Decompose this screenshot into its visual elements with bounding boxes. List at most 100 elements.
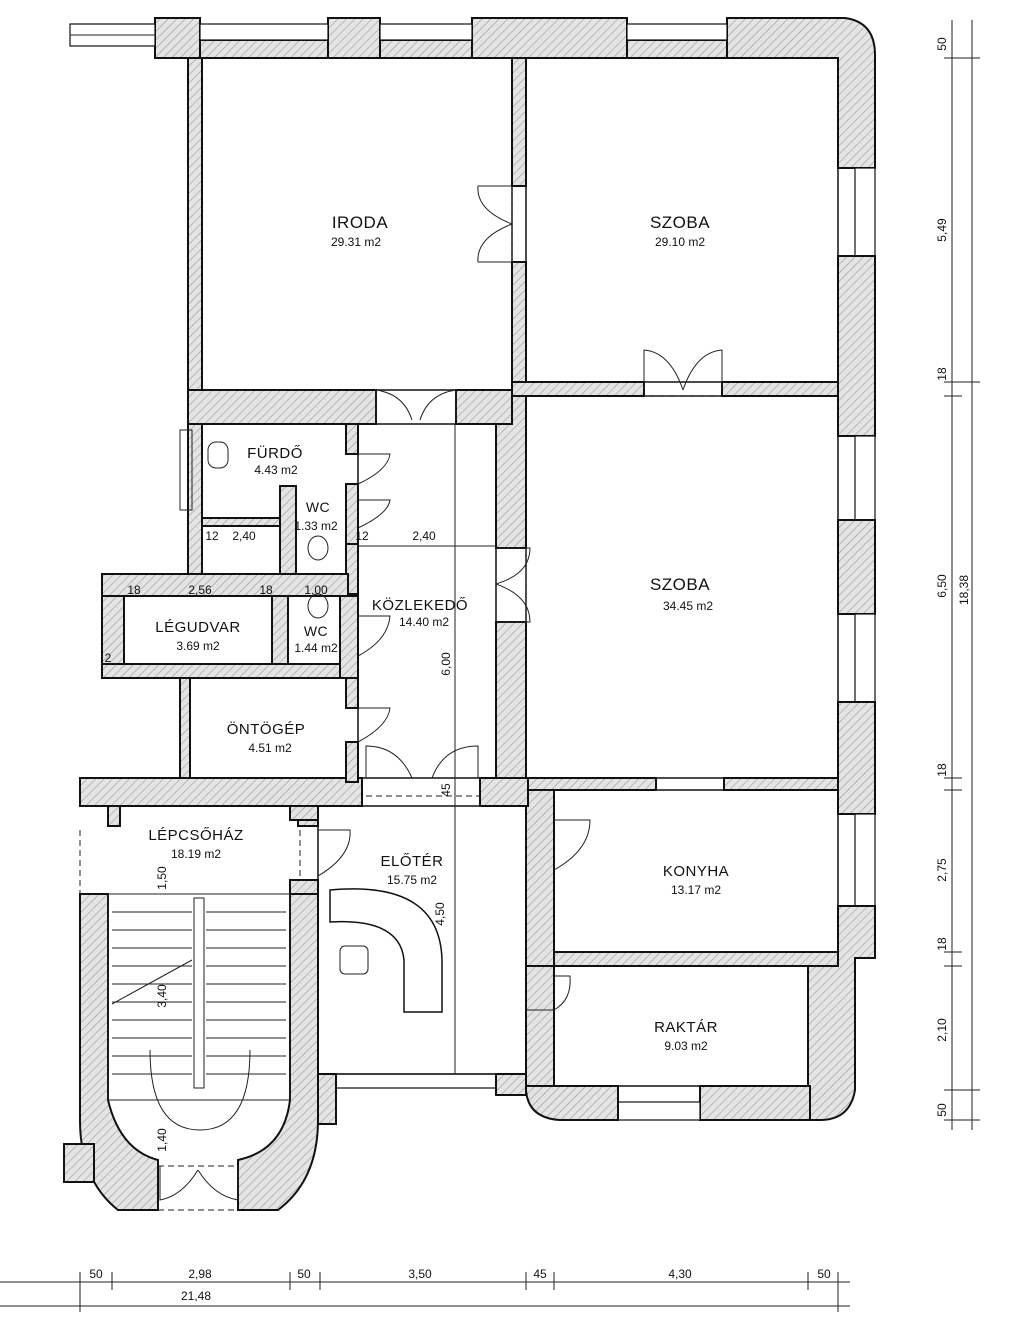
dim-interior-3: 12 (355, 529, 369, 543)
wall-top-right-corner (726, 17, 876, 169)
room-area-wc-1: 1.33 m2 (294, 519, 338, 533)
room-area-eloter: 15.75 m2 (387, 873, 437, 887)
wall-legudvar-bottom (101, 663, 355, 679)
room-area-iroda: 29.31 m2 (331, 235, 381, 249)
dim-interior-4: 2,40 (412, 529, 436, 543)
window-top-3 (626, 23, 728, 41)
dim-interior-13: 3,40 (155, 984, 169, 1008)
dim-bottom-2: 2,98 (188, 1267, 212, 1281)
wall-bottom-raktar-2 (525, 1085, 619, 1121)
wall-szoba1-left-b (511, 261, 527, 383)
dim-right-3: 18 (935, 367, 949, 381)
wall-szoba1-left (511, 57, 527, 187)
wall-eloter-left-b (289, 879, 319, 895)
room-area-kozlekedo: 14.40 m2 (399, 615, 449, 629)
wall-szoba-divider-left (511, 381, 645, 397)
dim-right-9: 50 (935, 1103, 949, 1117)
wall-iroda-bottom-left (187, 389, 377, 425)
window-right-3 (854, 613, 876, 703)
wall-top-pier2 (471, 17, 628, 59)
dim-interior-15: 1,40 (155, 1128, 169, 1152)
room-name-legudvar: LÉGUDVAR (155, 619, 240, 636)
wall-right-pier1 (837, 255, 876, 437)
room-area-ontogep: 4.51 m2 (248, 741, 292, 755)
dim-interior-9: 2 (105, 651, 112, 665)
wall-top-mid2 (379, 39, 473, 59)
room-name-wc-1: WC (306, 499, 330, 515)
dim-bottom-3: 50 (297, 1267, 311, 1281)
wall-right-bottom (807, 905, 876, 1121)
room-labels: IRODA 29.31 m2 SZOBA 29.10 m2 FÜRDŐ 4.43… (148, 213, 729, 1053)
dim-interior-11: 45 (439, 783, 453, 797)
toilet-icon (207, 441, 229, 469)
room-name-eloter: ELŐTÉR (380, 853, 443, 870)
wall-ontogep-right (345, 677, 359, 709)
wc1-toilet-icon (307, 535, 329, 561)
wall-ontogep-right-b (345, 741, 359, 783)
wall-bottom-raktar-1 (699, 1085, 811, 1121)
wall-furdo-left (187, 423, 203, 575)
room-area-furdo: 4.43 m2 (254, 463, 298, 477)
dim-bottom-5: 45 (533, 1267, 547, 1281)
window-bottom-raktar (617, 1101, 701, 1121)
wall-iroda-bottom-right (455, 389, 513, 425)
dim-bottom-4: 3,50 (408, 1267, 432, 1281)
wall-ontogep-bottom (79, 777, 363, 807)
wall-legudvar-top (101, 573, 349, 597)
dim-right-2: 5,49 (935, 218, 949, 242)
wall-szoba-divider-right (721, 381, 839, 397)
room-name-lepcsohaz: LÉPCSŐHÁZ (148, 827, 243, 844)
dim-interior-5: 18 (127, 583, 141, 597)
wall-iroda-left (187, 57, 203, 391)
wall-right-pier2 (837, 519, 876, 615)
dim-right-5: 18 (935, 763, 949, 777)
dim-interior-1: 12 (205, 529, 219, 543)
dim-interior-14: 4,50 (433, 902, 447, 926)
room-area-szoba-1: 29.10 m2 (655, 235, 705, 249)
room-name-iroda: IRODA (332, 213, 389, 232)
dim-right-7: 18 (935, 937, 949, 951)
room-name-furdo: FÜRDŐ (247, 444, 303, 462)
chair-icon (339, 945, 369, 975)
dim-interior-6: 2,56 (188, 583, 212, 597)
wall-eloter-left (289, 805, 319, 821)
interior-dimensions: 12 2,40 12 2,40 18 2,56 18 1,00 2 6,00 4… (105, 529, 453, 1152)
wall-szoba2-left-b (495, 621, 527, 791)
wall-konyha-left (525, 789, 555, 967)
wall-ontogep-left (179, 677, 191, 783)
dim-interior-2: 2,40 (232, 529, 256, 543)
room-area-szoba-2: 34.45 m2 (663, 599, 713, 613)
wall-kozlekedo-eloter (479, 777, 529, 807)
room-name-konyha: KONYHA (663, 863, 729, 880)
dim-bottom-1: 50 (89, 1267, 103, 1281)
wall-lepcsohaz-mid (107, 805, 121, 827)
wall-right-pier3 (837, 701, 876, 815)
room-area-lepcsohaz: 18.19 m2 (171, 847, 221, 861)
wall-konyha-raktar (553, 951, 839, 967)
dim-bottom-6: 4,30 (668, 1267, 692, 1281)
details (79, 57, 839, 1211)
reception-desk (329, 888, 443, 1013)
wall-top-left (154, 17, 201, 59)
dim-right-total: 18,38 (957, 575, 971, 605)
wall-raktar-left (525, 965, 555, 1087)
room-name-szoba-2: SZOBA (650, 575, 710, 594)
room-name-raktar: RAKTÁR (654, 1019, 718, 1036)
wall-top-mid1 (199, 39, 329, 59)
window-top-2 (379, 23, 473, 41)
wall-wc2-right (339, 595, 359, 679)
dim-right-1: 50 (935, 37, 949, 51)
right-dimension-chain: 50 5,49 18 6,50 18 2,75 18 2,10 50 18,38 (935, 20, 980, 1130)
dim-interior-7: 18 (259, 583, 273, 597)
room-area-konyha: 13.17 m2 (671, 883, 721, 897)
dim-right-6: 2,75 (935, 858, 949, 882)
dim-bottom-7: 50 (817, 1267, 831, 1281)
walls (63, 17, 876, 1211)
dim-right-8: 2,10 (935, 1018, 949, 1042)
window-right-4 (854, 813, 876, 907)
wall-left-lower (63, 1143, 95, 1183)
room-name-ontogep: ÖNTÖGÉP (227, 720, 306, 738)
dim-interior-10: 6,00 (439, 652, 453, 676)
dim-interior-12: 1,50 (155, 866, 169, 890)
room-name-szoba-1: SZOBA (650, 213, 710, 232)
